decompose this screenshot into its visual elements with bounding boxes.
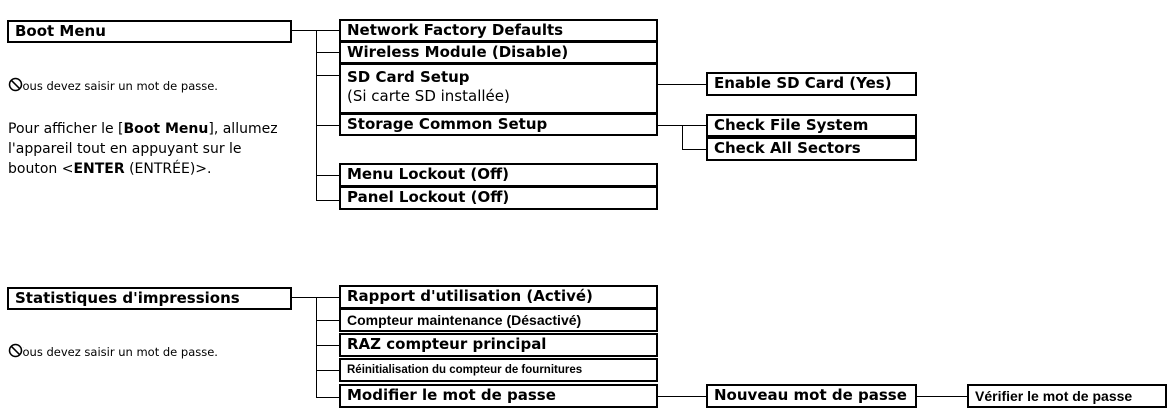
connector: [682, 125, 683, 149]
boot-menu-root: Boot Menu: [7, 20, 292, 43]
connector: [316, 320, 339, 321]
connector: [658, 396, 706, 397]
usage-report: Rapport d'utilisation (Activé): [339, 285, 658, 309]
connector: [316, 345, 339, 346]
panel-lockout: Panel Lockout (Off): [339, 186, 658, 210]
check-all-sectors: Check All Sectors: [706, 137, 917, 161]
new-password: Nouveau mot de passe: [706, 384, 917, 408]
maintenance-counter: Compteur maintenance (Désactivé): [339, 308, 658, 332]
network-factory-defaults: Network Factory Defaults: [339, 19, 658, 42]
instr-suffix: (ENTRÉE)>.: [124, 161, 212, 177]
password-note-1: ⃠: Vous devez saisir un mot de passe.: [8, 77, 218, 95]
connector: [658, 125, 682, 126]
connector: [316, 175, 339, 176]
instr-middle: ], allumez l'appareil tout en appuyant s…: [8, 121, 278, 177]
connector: [316, 30, 339, 31]
connector: [316, 370, 339, 371]
check-file-system: Check File System: [706, 114, 917, 137]
connector: [292, 297, 316, 298]
storage-common-setup: Storage Common Setup: [339, 113, 658, 136]
print-stats-root: Statistiques d'impressions: [7, 287, 292, 310]
menu-lockout: Menu Lockout (Off): [339, 163, 658, 187]
connector: [917, 396, 967, 397]
instr-key: ENTER: [73, 161, 125, 177]
sd-card-note: (Si carte SD installée): [347, 87, 510, 105]
connector: [682, 149, 706, 150]
boot-menu-instructions: Pour afficher le [Boot Menu], allumez l'…: [8, 119, 293, 179]
wireless-module: Wireless Module (Disable): [339, 41, 658, 64]
connector: [658, 84, 706, 85]
reset-main-counter: RAZ compteur principal: [339, 333, 658, 357]
password-note-text: : Vous devez saisir un mot de passe.: [8, 345, 218, 359]
connector: [292, 30, 316, 31]
verify-password: Vérifier le mot de passe: [967, 384, 1167, 408]
sd-card-setup: SD Card Setup (Si carte SD installée): [339, 63, 658, 114]
connector: [316, 52, 339, 53]
connector: [316, 297, 339, 298]
password-note-text: : Vous devez saisir un mot de passe.: [8, 79, 218, 93]
sd-card-setup-label: SD Card Setup: [347, 68, 470, 86]
connector: [316, 200, 339, 201]
connector: [316, 125, 339, 126]
instr-prefix: Pour afficher le [: [8, 121, 124, 137]
prohibited-icon: [8, 343, 23, 358]
reset-supplies-counter: Réinitialisation du compteur de fournitu…: [339, 358, 658, 382]
change-password: Modifier le mot de passe: [339, 384, 658, 408]
prohibited-icon: [8, 77, 23, 92]
enable-sd-card: Enable SD Card (Yes): [706, 72, 917, 96]
password-note-2: ⃠: Vous devez saisir un mot de passe.: [8, 343, 218, 361]
connector: [316, 30, 317, 200]
instr-menu: Boot Menu: [123, 121, 209, 137]
connector: [316, 297, 317, 397]
connector: [316, 75, 339, 76]
connector: [682, 125, 706, 126]
connector: [316, 397, 339, 398]
